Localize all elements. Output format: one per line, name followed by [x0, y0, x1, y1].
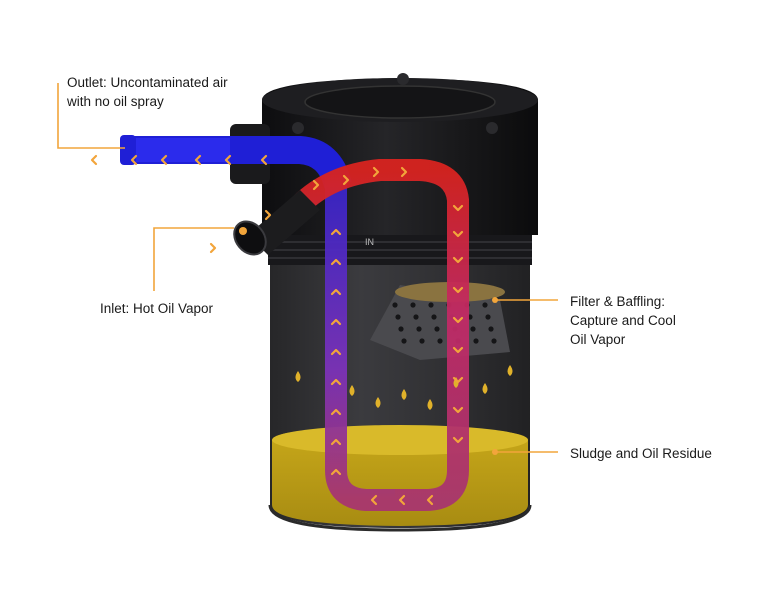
chevron-arrow-icon: [342, 174, 350, 186]
chevron-arrow-icon: [330, 378, 342, 386]
inlet-label: Inlet: Hot Oil Vapor: [100, 299, 300, 318]
outlet-label: Outlet: Uncontaminated air with no oil s…: [67, 73, 287, 111]
outlet-label-line2: with no oil spray: [67, 94, 164, 109]
filter-hole: [395, 314, 401, 320]
inlet-label-line1: Inlet: Hot Oil Vapor: [100, 301, 214, 316]
oil-drop-icon: [295, 371, 301, 382]
leader-lines: [57, 83, 558, 453]
chevron-arrow-icon: [330, 318, 342, 326]
inlet-fitting: [233, 190, 320, 256]
filter-hole: [470, 326, 476, 332]
chevron-arrow-icon: [260, 154, 268, 166]
chevron-arrow-icon: [264, 209, 272, 221]
oil-drop-icon: [349, 385, 355, 396]
filter-hole: [413, 314, 419, 320]
chevron-arrow-icon: [330, 288, 342, 296]
chevron-arrow-icon: [370, 494, 378, 506]
filter-hole: [398, 326, 404, 332]
filter-hole: [410, 302, 416, 308]
filter-hole: [485, 314, 491, 320]
chevron-arrow-icon: [330, 408, 342, 416]
chevron-arrow-icon: [312, 179, 320, 191]
chevron-arrow-icon: [452, 256, 464, 264]
chevron-arrow-icon: [330, 438, 342, 446]
oil-drop-icon: [401, 389, 407, 400]
filter-label-line2: Capture and Cool: [570, 313, 676, 328]
filter-label: Filter & Baffling: Capture and Cool Oil …: [570, 292, 770, 349]
chevron-arrow-icon: [452, 316, 464, 324]
sludge-label: Sludge and Oil Residue: [570, 444, 770, 463]
oil-drop-icon: [482, 383, 488, 394]
filter-leader-dot: [492, 297, 498, 303]
chevron-arrow-icon: [330, 258, 342, 266]
filter-hole: [431, 314, 437, 320]
chevron-arrow-icon: [398, 494, 406, 506]
chevron-arrow-icon: [194, 154, 202, 166]
chevron-arrow-icon: [330, 228, 342, 236]
chevron-arrow-icon: [400, 166, 408, 178]
chevron-arrow-icon: [209, 242, 217, 254]
in-marker: IN: [365, 237, 374, 247]
filter-hole: [428, 302, 434, 308]
oil-drop-icon: [507, 365, 513, 376]
chevron-arrow-icon: [452, 436, 464, 444]
chevron-arrow-icon: [426, 494, 434, 506]
filter-hole: [488, 326, 494, 332]
chevron-arrow-icon: [224, 154, 232, 166]
chevron-arrow-icon: [90, 154, 98, 166]
oil-drop-icon: [375, 397, 381, 408]
chevron-arrow-icon: [330, 348, 342, 356]
filter-hole: [437, 338, 443, 344]
filter-label-line3: Oil Vapor: [570, 332, 626, 347]
filter-hole: [491, 338, 497, 344]
chevron-arrow-icon: [452, 230, 464, 238]
chevron-arrow-icon: [452, 204, 464, 212]
filter-hole: [416, 326, 422, 332]
sludge-leader-dot: [492, 449, 498, 455]
filter-hole: [419, 338, 425, 344]
sludge-label-line1: Sludge and Oil Residue: [570, 446, 712, 461]
chevron-arrow-icon: [372, 166, 380, 178]
filter-label-line1: Filter & Baffling:: [570, 294, 666, 309]
filter-hole: [392, 302, 398, 308]
chevron-arrow-icon: [452, 286, 464, 294]
chevron-arrow-icon: [160, 154, 168, 166]
chevron-arrow-icon: [452, 406, 464, 414]
chevron-arrow-icon: [452, 376, 464, 384]
chevron-arrow-icon: [130, 154, 138, 166]
oil-drop-icon: [427, 399, 433, 410]
outlet-label-line1: Outlet: Uncontaminated air: [67, 75, 228, 90]
filter-hole: [401, 338, 407, 344]
chevron-arrow-icon: [330, 468, 342, 476]
chevron-arrow-icon: [452, 346, 464, 354]
filter-hole: [473, 338, 479, 344]
filter-hole: [434, 326, 440, 332]
filter-hole: [482, 302, 488, 308]
